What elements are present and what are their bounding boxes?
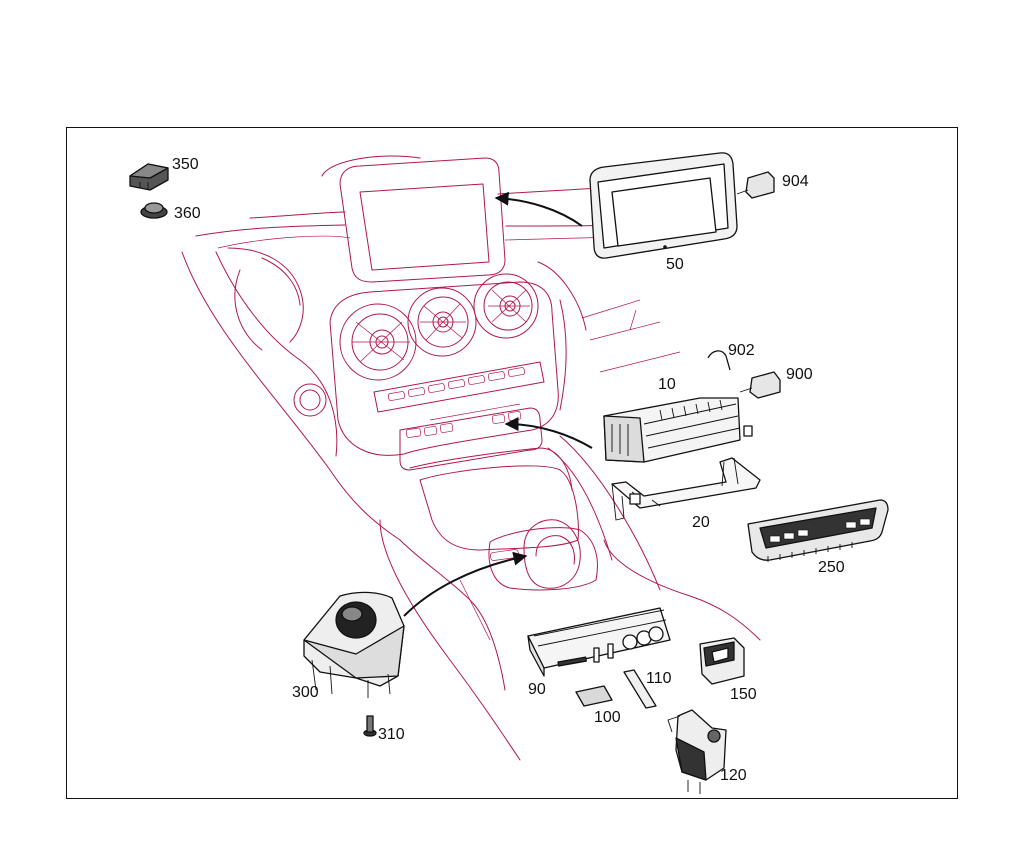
arrow-controller-to-console	[403, 551, 528, 617]
dashboard-ghost-outline	[181, 155, 761, 761]
callout-50: 50	[666, 256, 684, 273]
arrow-display-to-dash	[494, 191, 583, 227]
part-50-display	[589, 152, 738, 259]
part-900-connector	[739, 371, 781, 399]
callout-20: 20	[692, 514, 710, 531]
vent-left	[339, 303, 417, 381]
part-360-clip	[140, 202, 168, 219]
callout-360: 360	[174, 205, 201, 222]
callout-150: 150	[730, 686, 757, 703]
part-250-climate-panel	[747, 499, 889, 562]
part-100-pad	[575, 685, 613, 707]
diagram-frame	[66, 127, 958, 799]
part-310-screw	[363, 715, 377, 737]
callout-100: 100	[594, 709, 621, 726]
callout-110: 110	[646, 670, 672, 687]
callout-120: 120	[720, 767, 747, 784]
vent-right	[473, 273, 539, 339]
callout-250: 250	[818, 559, 845, 576]
part-20-bracket	[611, 457, 761, 521]
callout-10: 10	[658, 376, 676, 393]
callout-90: 90	[528, 681, 546, 698]
button-row	[387, 367, 526, 401]
callout-902: 902	[728, 342, 755, 359]
part-350-switch	[129, 163, 169, 191]
part-150-usb-module	[699, 637, 745, 685]
part-902-cable	[707, 350, 731, 371]
callout-350: 350	[172, 156, 199, 173]
callout-310: 310	[378, 726, 405, 743]
callout-900: 900	[786, 366, 813, 383]
part-300-controller	[303, 591, 405, 698]
part-90-switch-panel	[527, 607, 671, 677]
part-904-connector	[736, 171, 775, 199]
callout-300: 300	[292, 684, 319, 701]
part-110-trim-strip	[623, 669, 657, 709]
arrow-radio-to-dash	[504, 417, 593, 449]
callout-904: 904	[782, 173, 809, 190]
part-10-head-unit	[603, 397, 753, 463]
vent-center	[407, 287, 477, 357]
part-120-socket	[667, 709, 727, 794]
